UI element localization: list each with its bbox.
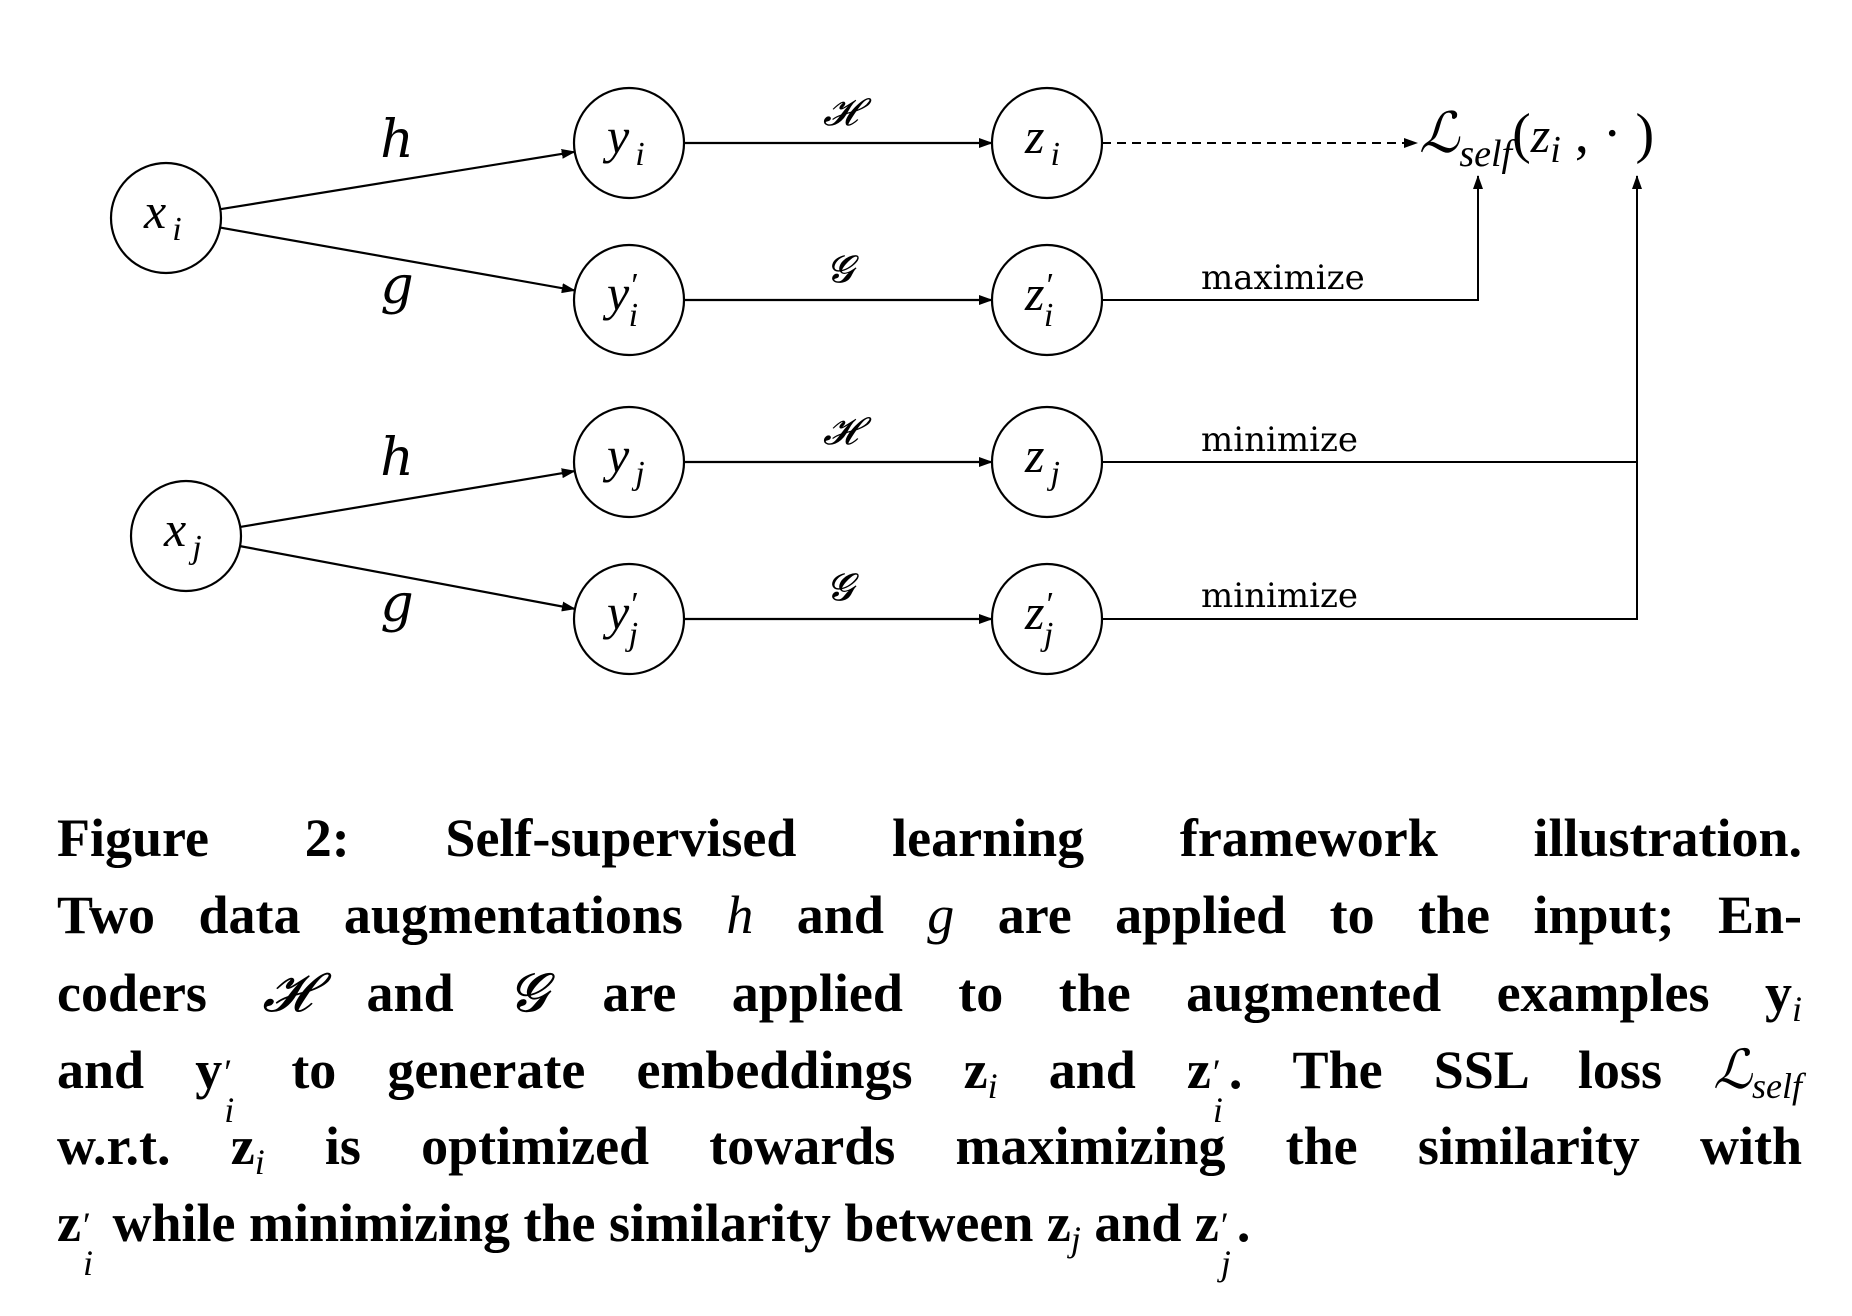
caption-text: ′j (1220, 1205, 1231, 1283)
caption-text: . (1236, 1193, 1251, 1253)
node-z-j-prime: z′j (990, 562, 1104, 676)
node-circle (990, 562, 1104, 676)
caption-line: w.r.t. zi is optimized towards maximizin… (57, 1108, 1802, 1185)
node-label: y′j (602, 584, 638, 653)
objective-label-z-i-prime: maximize (1201, 258, 1365, 298)
caption-line: and y′i to generate embeddings zi and z′… (57, 1031, 1802, 1130)
caption-line: Figure 2: Self-supervised learning frame… (57, 800, 1802, 877)
objective-label-z-j-prime: minimize (1201, 576, 1358, 616)
figure-caption: Figure 2: Self-supervised learning frame… (57, 800, 1802, 1283)
loss-subscript: self (1459, 133, 1516, 175)
caption-text: . The SSL loss (1228, 1040, 1714, 1100)
caption-text: are applied to the input; En- (954, 885, 1802, 945)
edge-x-j-to-y-j (240, 468, 576, 529)
caption-text: ℒ (1713, 1038, 1752, 1101)
edge-x-j-to-y-j-prime (239, 545, 576, 612)
caption-text: and z (997, 1040, 1211, 1100)
caption-text: z (57, 1193, 81, 1253)
node-circle (572, 405, 686, 519)
caption-text: and (753, 885, 928, 945)
edges-layer (219, 138, 1642, 624)
augmentation-label: g (380, 574, 413, 634)
loss-symbol: ℒ (1419, 101, 1461, 166)
edge-x-i-to-y-i-prime (219, 226, 576, 294)
caption-text: are applied to the augmented examples y (546, 963, 1792, 1023)
node-y-i-prime: y′i (572, 243, 686, 357)
caption-text: and y (57, 1040, 223, 1100)
caption-text: h (726, 885, 754, 945)
caption-text: and z (1080, 1193, 1219, 1253)
caption-text: ′i (224, 1052, 235, 1130)
augmentation-label: h (380, 428, 414, 488)
caption-text: Two data augmentations (57, 885, 727, 945)
caption-text: w.r.t. z (57, 1116, 255, 1176)
caption-text: to generate embeddings z (240, 1040, 988, 1100)
caption-text: coders (57, 963, 263, 1023)
node-circle (129, 479, 243, 593)
node-circle (572, 86, 686, 200)
node-y-j-prime: y′j (572, 562, 686, 676)
edge-x-i-to-y-i (220, 148, 576, 211)
caption-text: ′i (1212, 1052, 1223, 1130)
caption-text: j (1070, 1219, 1081, 1259)
caption-text: is optimized towards maximizing the simi… (264, 1116, 1802, 1176)
objective-label-z-j: minimize (1201, 420, 1358, 460)
caption-text: i (254, 1142, 265, 1182)
edge-z-j-prime-to-loss (1102, 175, 1642, 620)
node-label: y′i (602, 265, 638, 334)
augmentation-label: g (380, 256, 413, 316)
node-circle (109, 161, 223, 275)
caption-text: while minimizing the similarity between … (98, 1193, 1071, 1253)
caption-text: i (987, 1066, 998, 1106)
edge-z-i-prime-to-loss (1102, 175, 1483, 301)
encoder-label: 𝓖 (827, 565, 860, 609)
encoder-label: 𝓗 (823, 90, 872, 134)
caption-text: 𝓗 (262, 961, 312, 1024)
encoder-label: 𝓗 (823, 409, 872, 453)
encoder-label: 𝓖 (827, 247, 860, 291)
node-circle (990, 243, 1104, 357)
caption-text: Figure 2: Self-supervised learning frame… (57, 808, 1802, 868)
caption-text: ′i (82, 1205, 93, 1283)
node-label: z′j (1024, 584, 1053, 653)
node-circle (572, 562, 686, 676)
caption-line: coders 𝓗 and 𝓖 are applied to the augmen… (57, 954, 1802, 1031)
loss-label: ℒself(zi , · ) (1419, 101, 1654, 175)
node-circle (990, 86, 1104, 200)
node-z-i-prime: z′i (990, 243, 1104, 357)
caption-line: z′i while minimizing the similarity betw… (57, 1185, 1802, 1283)
loss-expression: ℒself(zi , · ) (1419, 101, 1654, 175)
caption-text: 𝓖 (509, 961, 547, 1024)
node-circle (572, 243, 686, 357)
caption-text: i (1791, 989, 1802, 1029)
node-label: z′i (1024, 265, 1053, 334)
caption-text: self (1751, 1066, 1802, 1106)
node-circle (990, 405, 1104, 519)
caption-text: g (927, 885, 955, 945)
augmentation-label: h (380, 110, 414, 170)
caption-text: and (311, 963, 510, 1023)
caption-line: Two data augmentations h and g are appli… (57, 877, 1802, 954)
